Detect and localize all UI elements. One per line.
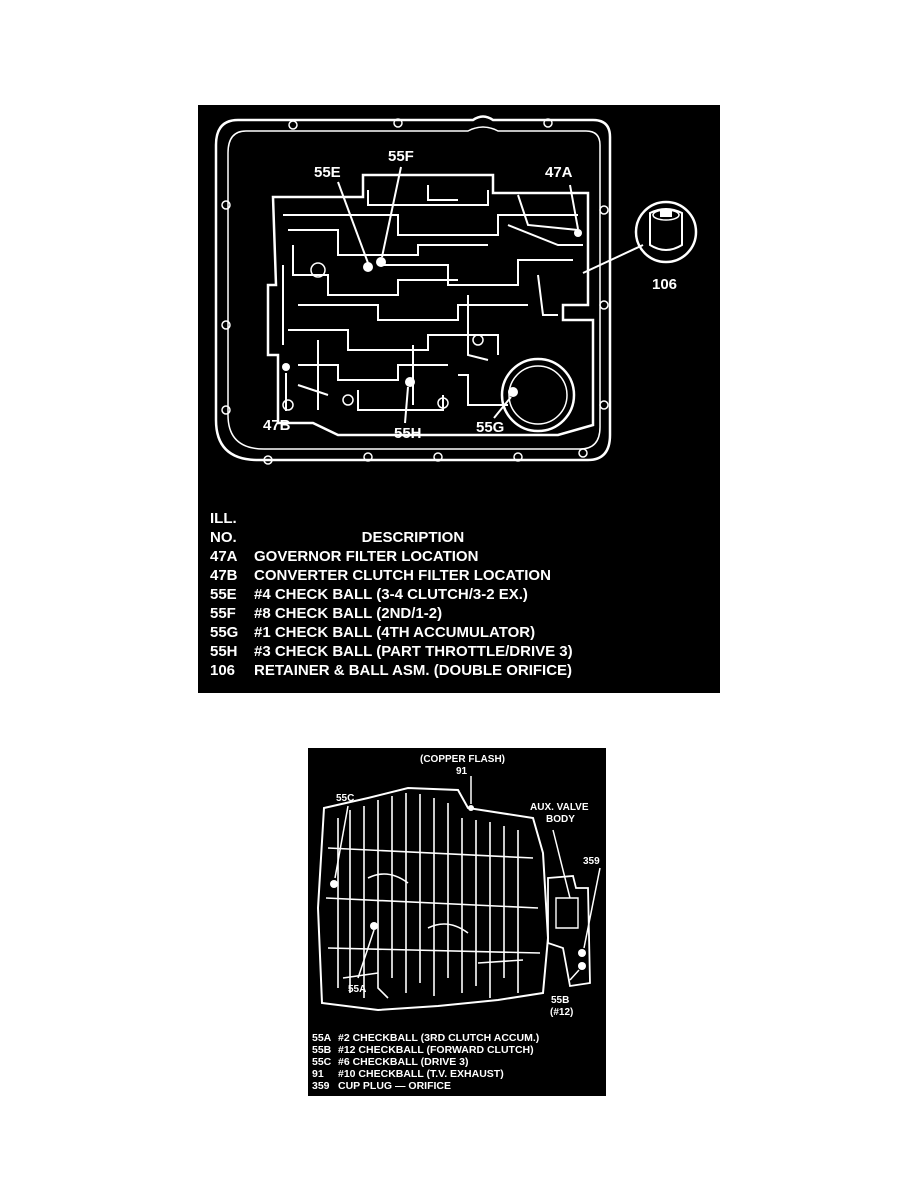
- figure1-legend: ILL. NO. DESCRIPTION 47A GOVERNOR FILTER …: [210, 509, 715, 680]
- legend-code: 55B: [312, 1044, 332, 1056]
- callout-47B: 47B: [263, 417, 291, 434]
- legend-header-ill: ILL.: [210, 510, 237, 527]
- callout-copper-flash: (COPPER FLASH): [420, 754, 505, 765]
- legend-header-no: NO.: [210, 529, 237, 546]
- legend-row: 359 CUP PLUG — ORIFICE: [312, 1080, 602, 1092]
- legend-text: #1 CHECK BALL (4TH ACCUMULATOR): [254, 624, 536, 641]
- callout-55B: 55B: [551, 995, 569, 1006]
- callout-55A: 55A: [348, 984, 366, 995]
- legend-row: 47A GOVERNOR FILTER LOCATION: [210, 547, 715, 566]
- callout-91: 91: [456, 766, 468, 777]
- legend-row: 47B CONVERTER CLUTCH FILTER LOCATION: [210, 566, 715, 585]
- valve-body-figure-1: 55E 55F 47A 106 47B 55H 55G ILL. NO. DES…: [198, 105, 720, 693]
- legend-code: 55C: [312, 1056, 332, 1068]
- callout-106: 106: [652, 276, 677, 293]
- legend-row: 55C #6 CHECKBALL (DRIVE 3): [312, 1056, 602, 1068]
- legend-row: 55E #4 CHECK BALL (3-4 CLUTCH/3-2 EX.): [210, 585, 715, 604]
- legend-row: 55F #8 CHECK BALL (2ND/1-2): [210, 604, 715, 623]
- callout-55C: 55C: [336, 793, 354, 804]
- legend-code: 55H: [210, 643, 238, 660]
- legend-text: #8 CHECK BALL (2ND/1-2): [254, 605, 443, 622]
- legend-row: 55G #1 CHECK BALL (4TH ACCUMULATOR): [210, 623, 715, 642]
- figure2-legend: 55A #2 CHECKBALL (3RD CLUTCH ACCUM.) 55B #…: [312, 1032, 602, 1092]
- legend-text: #12 CHECKBALL (FORWARD CLUTCH): [338, 1044, 534, 1056]
- callout-body: BODY: [546, 814, 575, 825]
- legend-code: 55E: [210, 586, 237, 603]
- legend-text: GOVERNOR FILTER LOCATION: [254, 548, 479, 565]
- valve-body-illustration-1: 55E 55F 47A 106 47B 55H 55G: [214, 115, 698, 465]
- legend-row: 106 RETAINER & BALL ASM. (DOUBLE ORIFICE): [210, 661, 715, 680]
- callout-359: 359: [583, 856, 600, 867]
- legend-row: 91 #10 CHECKBALL (T.V. EXHAUST): [312, 1068, 602, 1080]
- legend-text: CONVERTER CLUTCH FILTER LOCATION: [254, 567, 551, 584]
- callout-55G: 55G: [476, 419, 504, 436]
- legend-header-description: DESCRIPTION: [361, 529, 465, 546]
- legend-row: 55A #2 CHECKBALL (3RD CLUTCH ACCUM.): [312, 1032, 602, 1044]
- legend-header-row: NO. DESCRIPTION: [210, 528, 715, 547]
- legend-text: #4 CHECK BALL (3-4 CLUTCH/3-2 EX.): [254, 586, 528, 603]
- legend-code: 106: [210, 662, 236, 679]
- legend-text: #6 CHECKBALL (DRIVE 3): [338, 1056, 469, 1068]
- valve-body-figure-2: (COPPER FLASH) 91 55C AUX. VALVE BODY 35…: [308, 748, 606, 1096]
- callout-aux-valve: AUX. VALVE: [530, 802, 589, 813]
- legend-code: 55A: [312, 1032, 332, 1044]
- legend-code: 91: [312, 1068, 324, 1080]
- legend-text: RETAINER & BALL ASM. (DOUBLE ORIFICE): [254, 662, 573, 679]
- legend-text: #3 CHECK BALL (PART THROTTLE/DRIVE 3): [254, 643, 573, 660]
- callout-55F: 55F: [388, 148, 414, 165]
- callout-47A: 47A: [545, 164, 573, 181]
- legend-code: 55G: [210, 624, 239, 641]
- legend-text: CUP PLUG — ORIFICE: [338, 1080, 451, 1092]
- callout-12: (#12): [550, 1007, 573, 1018]
- legend-row: 55H #3 CHECK BALL (PART THROTTLE/DRIVE 3): [210, 642, 715, 661]
- valve-body-illustration-2: (COPPER FLASH) 91 55C AUX. VALVE BODY 35…: [316, 754, 601, 1018]
- legend-text: #10 CHECKBALL (T.V. EXHAUST): [338, 1068, 504, 1080]
- legend-code: 47B: [210, 567, 238, 584]
- legend-row: 55B #12 CHECKBALL (FORWARD CLUTCH): [312, 1044, 602, 1056]
- callout-55E: 55E: [314, 164, 341, 181]
- callout-55H: 55H: [394, 425, 422, 442]
- legend-code: 47A: [210, 548, 238, 565]
- legend-code: 55F: [210, 605, 236, 622]
- legend-code: 359: [312, 1080, 330, 1092]
- legend-text: #2 CHECKBALL (3RD CLUTCH ACCUM.): [338, 1032, 540, 1044]
